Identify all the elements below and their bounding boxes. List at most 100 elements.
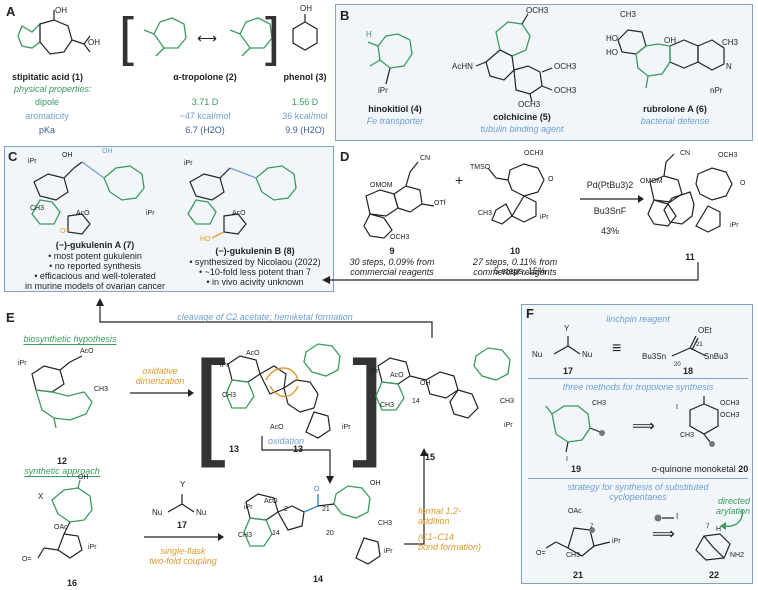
return-steps-label: 5 steps, 15% bbox=[493, 266, 547, 276]
gukB-bullet-2: • ~10-fold less potent than 7 bbox=[199, 267, 311, 277]
directed-arrow bbox=[720, 509, 743, 530]
arrow-14-15 bbox=[404, 448, 428, 545]
f19-ch3: CH3 bbox=[592, 400, 607, 407]
compound-11-structure bbox=[647, 153, 733, 233]
cpd10-tmso: TMSO bbox=[470, 164, 491, 171]
formal-label-2: addition bbox=[418, 516, 450, 526]
f18-oet: OEt bbox=[698, 326, 712, 335]
f20-och3-1: OCH3 bbox=[720, 400, 740, 407]
panel-label-a: A bbox=[6, 4, 16, 19]
f17-number: 17 bbox=[562, 366, 574, 376]
gukulenin-a-name: (−)-gukulenin A (7) bbox=[55, 240, 135, 250]
c14-c14: 14 bbox=[272, 530, 280, 537]
compound-15-structure bbox=[375, 347, 511, 419]
f20-ch3: CH3 bbox=[680, 432, 695, 439]
panel-label-b: B bbox=[340, 8, 350, 23]
gukulenin-b-name: (−)-gukulenin B (8) bbox=[215, 246, 295, 256]
phenol-name: phenol (3) bbox=[283, 72, 327, 82]
gukA-aco: AcO bbox=[76, 210, 90, 217]
compound-9-structure bbox=[363, 161, 435, 239]
bracket-left: [ bbox=[119, 7, 135, 67]
f17-nu1: Nu bbox=[532, 350, 543, 359]
panel-b bbox=[335, 4, 753, 141]
prop-arom-v2: ~47 kcal/mol bbox=[179, 111, 231, 121]
rubrolone-structure bbox=[617, 29, 725, 89]
c17e-nu1: Nu bbox=[152, 508, 163, 517]
cpd9-omom: OMOM bbox=[370, 182, 393, 189]
bracket-13-left: [ bbox=[193, 337, 226, 469]
prop-arom-v3: 36 kcal/mol bbox=[282, 111, 328, 121]
c13-aco: AcO bbox=[246, 350, 260, 357]
c15-ch3: CH3 bbox=[380, 402, 395, 409]
f19-i: I bbox=[566, 456, 568, 463]
gukA-ch3: CH3 bbox=[30, 205, 45, 212]
c15-oh: OH bbox=[420, 380, 431, 387]
phenol-oh-label: OH bbox=[300, 4, 312, 13]
biosynthetic-label: biosynthetic hypothesis bbox=[23, 334, 117, 346]
resonance-arrow: ⟷ bbox=[197, 30, 218, 46]
panel-label-c: C bbox=[8, 149, 18, 164]
rubrolone-name: rubrolone A (6) bbox=[643, 104, 707, 114]
prop-dipole-label: dipole bbox=[34, 97, 60, 107]
c12-number: 12 bbox=[56, 456, 68, 466]
c14-number: 14 bbox=[312, 574, 324, 584]
cpd9-cn: CN bbox=[420, 155, 431, 162]
prop-dipole-v3: 1.56 D bbox=[291, 97, 319, 107]
f-divider-1 bbox=[528, 378, 748, 379]
c14-ipr2: iPr bbox=[384, 548, 393, 555]
f-reagent-aryl-i bbox=[654, 514, 674, 522]
oxdimer-label-1: oxidative bbox=[142, 366, 178, 376]
gukA-bullet-3: • efficacious and well-tolerated bbox=[34, 271, 156, 281]
c13-ipr2: iPr bbox=[342, 424, 351, 431]
cpd9-och3: OCH3 bbox=[390, 234, 410, 241]
hinokitiol-ipr: iPr bbox=[378, 86, 388, 95]
c13-ipr: iPr bbox=[220, 362, 229, 369]
colchicine-och3-4: OCH3 bbox=[518, 100, 541, 109]
arrow-12-13 bbox=[130, 389, 194, 397]
cpd10-number: 10 bbox=[509, 246, 521, 256]
gukA-oh: OH bbox=[62, 152, 73, 159]
bracket-right: ] bbox=[265, 7, 281, 67]
c13-number-b: 13 bbox=[292, 444, 304, 454]
c15-number: 15 bbox=[424, 452, 436, 462]
c17e-nu2: Nu bbox=[196, 508, 207, 517]
c17e-y: Y bbox=[180, 480, 186, 489]
three-methods-label: three methods for tropolone synthesis bbox=[562, 382, 714, 392]
f22-number: 22 bbox=[708, 570, 720, 580]
f19-number: 19 bbox=[570, 464, 582, 474]
compound-17-e-structure bbox=[167, 494, 195, 513]
directed-label-1: directed bbox=[718, 496, 751, 506]
c16-oh: OH bbox=[78, 474, 89, 481]
yield-d: 43% bbox=[600, 226, 620, 236]
f21-c7: 7 bbox=[590, 524, 594, 530]
c14-c2: 2 bbox=[284, 506, 288, 513]
rubrolone-ch3-2: CH3 bbox=[722, 38, 739, 47]
hinokitiol-name: hinokitiol (4) bbox=[368, 104, 422, 114]
cpd10-ipr: iPr bbox=[540, 214, 549, 221]
single-label-1: single-flask bbox=[160, 546, 206, 556]
c12-aco: AcO bbox=[80, 348, 94, 355]
rubrolone-ch3-label: CH3 bbox=[620, 10, 637, 19]
gukA-oh-blue: OH bbox=[102, 148, 113, 155]
c16-number: 16 bbox=[66, 578, 78, 588]
cpd11-number: 11 bbox=[685, 252, 695, 262]
single-label-2: two-fold coupling bbox=[149, 556, 217, 566]
gukA-bullet-1: • most potent gukulenin bbox=[48, 251, 142, 261]
cpd10-o: O bbox=[548, 176, 554, 183]
stipitatic-oh-label: OH bbox=[55, 6, 67, 15]
compound-13-structure bbox=[225, 343, 341, 439]
cpd10-desc-1: 27 steps, 0.11% from bbox=[472, 257, 558, 267]
c14-c21: 21 bbox=[322, 506, 330, 513]
prop-dipole-v2: 3.71 D bbox=[191, 97, 219, 107]
c16-ipr: iPr bbox=[88, 544, 97, 551]
c17e-number: 17 bbox=[176, 520, 188, 530]
gukA-o-orange: O= bbox=[60, 228, 70, 235]
f17-y: Y bbox=[564, 324, 570, 333]
f20-och3-2: OCH3 bbox=[720, 412, 740, 419]
cpd9-otf: OTf bbox=[434, 200, 446, 207]
f21-ch3: CH3 bbox=[566, 552, 581, 559]
top-arrow-label: cleavage of C2 acetate; hemiketal format… bbox=[177, 312, 353, 322]
arrow-16-14 bbox=[144, 533, 224, 541]
compound-14-structure bbox=[243, 485, 381, 565]
colchicine-och3-top: OCH3 bbox=[526, 6, 549, 15]
